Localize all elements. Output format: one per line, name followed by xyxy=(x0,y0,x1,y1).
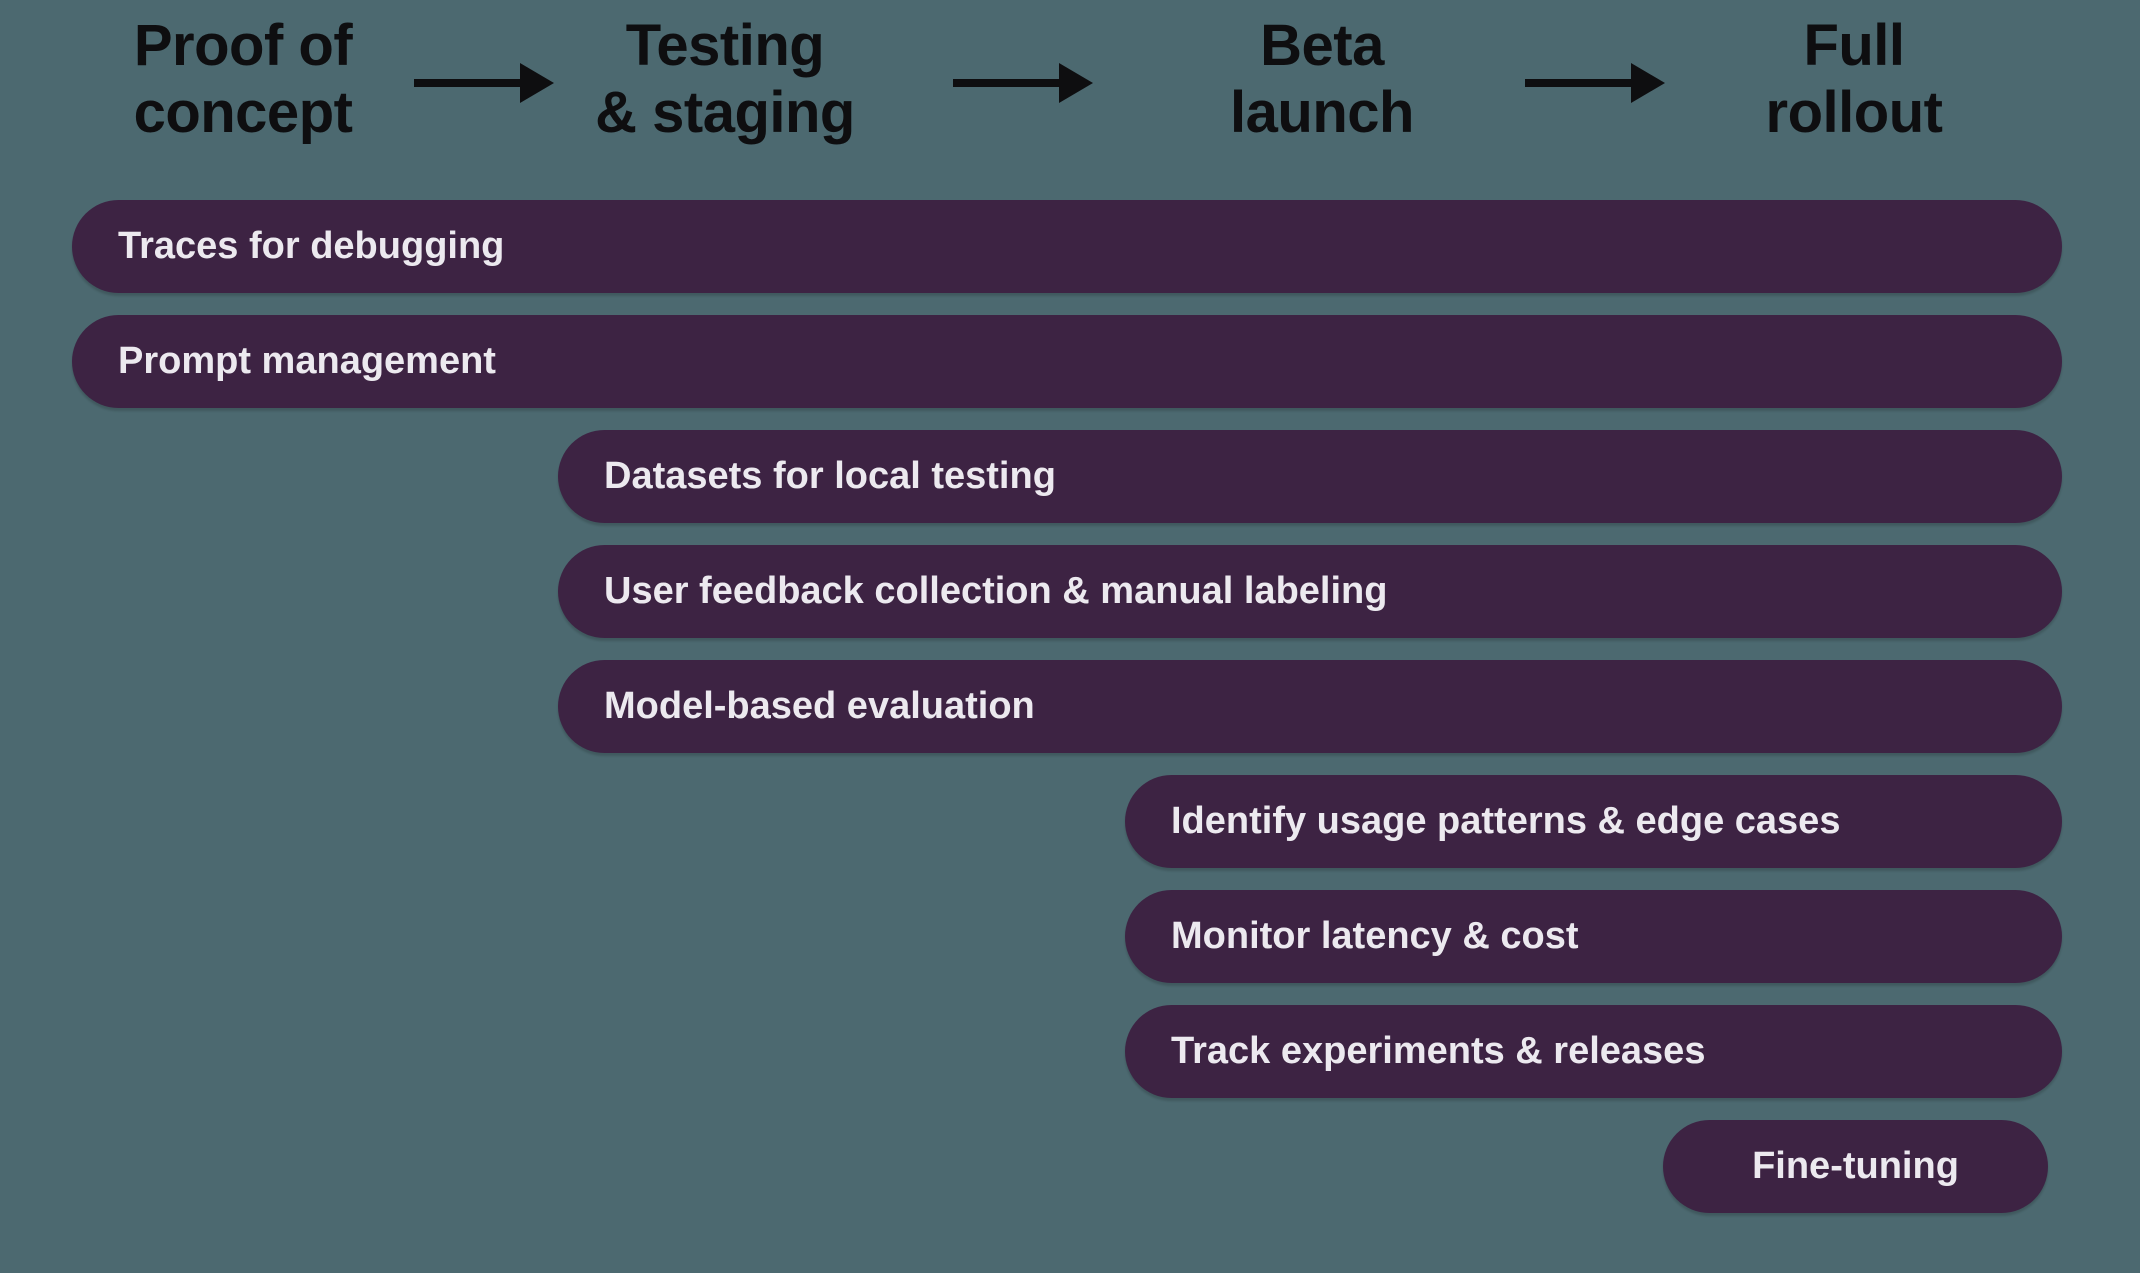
arrow-right-icon xyxy=(1525,79,1631,87)
stage-header-full-rollout: Full rollout xyxy=(1765,13,1943,145)
stage-header-beta-launch: Beta launch xyxy=(1230,13,1414,145)
bar-label: Model-based evaluation xyxy=(604,685,1035,727)
bar-label: Fine-tuning xyxy=(1752,1145,1959,1187)
bar-traces-for-debugging: Traces for debugging xyxy=(72,200,2062,293)
bar-label: Track experiments & releases xyxy=(1171,1030,1706,1072)
stage-header-testing-staging: Testing & staging xyxy=(595,13,855,145)
bar-label: Monitor latency & cost xyxy=(1171,915,1579,957)
bar-user-feedback-collection: User feedback collection & manual labeli… xyxy=(558,545,2062,638)
bar-label: Identify usage patterns & edge cases xyxy=(1171,800,1841,842)
bar-prompt-management: Prompt management xyxy=(72,315,2062,408)
bar-monitor-latency-cost: Monitor latency & cost xyxy=(1125,890,2062,983)
bar-fine-tuning: Fine-tuning xyxy=(1663,1120,2048,1213)
bar-label: User feedback collection & manual labeli… xyxy=(604,570,1388,612)
bar-identify-usage-patterns: Identify usage patterns & edge cases xyxy=(1125,775,2062,868)
arrow-right-icon xyxy=(414,79,520,87)
bar-track-experiments-releases: Track experiments & releases xyxy=(1125,1005,2062,1098)
bar-datasets-for-local-testing: Datasets for local testing xyxy=(558,430,2062,523)
bar-model-based-evaluation: Model-based evaluation xyxy=(558,660,2062,753)
stage-header-proof-of-concept: Proof of concept xyxy=(133,13,353,145)
bar-label: Traces for debugging xyxy=(118,225,505,267)
bar-label: Prompt management xyxy=(118,340,496,382)
bar-label: Datasets for local testing xyxy=(604,455,1056,497)
arrow-right-icon xyxy=(953,79,1059,87)
